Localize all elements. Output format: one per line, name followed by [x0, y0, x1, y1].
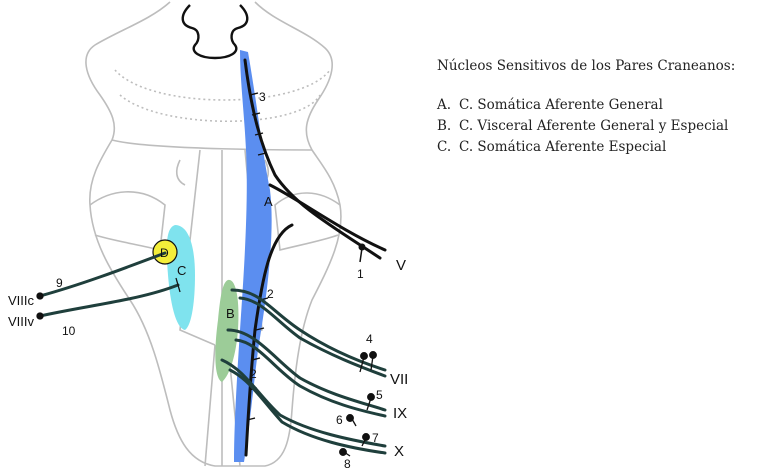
midbrain-outline	[181, 4, 249, 60]
number-6: 6	[336, 413, 343, 427]
fiber-v-upper	[243, 58, 382, 260]
nerve-viiic-label: VIIIc	[8, 293, 35, 308]
legend: Núcleos Sensitivos de los Pares Craneano…	[437, 56, 767, 158]
nucleus-a	[234, 50, 272, 462]
viii-ganglia	[36, 277, 181, 320]
legend-letter-a: A.	[437, 97, 452, 113]
number-9: 9	[56, 276, 63, 290]
number-2-upper: 2	[267, 287, 274, 301]
trigeminal-fibers	[243, 58, 387, 457]
nucleus-c-label: C	[177, 263, 186, 278]
pons-dotted-2	[119, 94, 321, 123]
nerve-x-label: X	[394, 443, 404, 460]
number-8: 8	[344, 457, 351, 471]
vestibulocochlear-fibers	[38, 251, 180, 318]
number-2-lower: 2	[250, 367, 257, 381]
legend-item-b: B. C. Visceral Aferente General y Especia…	[437, 116, 767, 137]
nucleus-b-label: B	[226, 306, 235, 321]
facial-glossopharyngeal-vagus-fibers	[220, 288, 387, 455]
nerve-viiiv-label: VIIIv	[8, 314, 35, 329]
nerve-ix-label: IX	[393, 405, 407, 422]
fiber-ix-a	[226, 328, 387, 412]
cerebellar-peduncle-right	[274, 192, 341, 251]
number-1: 1	[357, 267, 364, 281]
fiber-x-b	[228, 368, 387, 455]
number-5: 5	[376, 388, 383, 402]
ganglia	[339, 351, 377, 457]
colliculus-left	[175, 159, 186, 186]
fiber-vii-a	[230, 288, 387, 372]
fourth-ventricle-left	[179, 149, 216, 346]
nucleus-a-label: A	[264, 194, 273, 209]
cerebellar-peduncle-left	[89, 191, 166, 251]
number-3: 3	[259, 90, 266, 104]
legend-text-a: C. Somática Aferente General	[459, 97, 663, 113]
number-10: 10	[62, 324, 76, 338]
ganglion-v	[358, 243, 366, 251]
pons-dotted	[114, 69, 331, 101]
fiber-viiiv	[38, 283, 180, 318]
fiber-v-lower	[268, 183, 387, 252]
floor-line	[204, 344, 216, 467]
legend-text-b: C. Visceral Aferente General y Especial	[459, 118, 729, 134]
brainstem-diagram: A B C D V VII IX X VIIIc VIIIv 1 2 2 3 4…	[8, 1, 408, 471]
legend-text-c: C. Somática Aferente Especial	[459, 139, 667, 155]
brainstem-contour	[85, 1, 342, 467]
legend-letter-c: C.	[437, 139, 452, 155]
legend-letter-b: B.	[437, 118, 452, 134]
fiber-ix-b	[234, 338, 387, 418]
legend-item-c: C. C. Somática Aferente Especial	[437, 137, 767, 158]
brainstem-outline	[85, 1, 342, 467]
legend-item-a: A. C. Somática Aferente General	[437, 95, 767, 116]
legend-title: Núcleos Sensitivos de los Pares Craneano…	[437, 58, 736, 74]
fiber-v-descending	[244, 223, 294, 457]
nucleus-d-label: D	[160, 246, 169, 260]
nerve-vii-label: VII	[390, 371, 408, 388]
fiber-x-a	[220, 358, 387, 448]
nerve-v-label: V	[396, 257, 406, 274]
pons-curve	[111, 139, 313, 151]
fiber-viiic	[38, 251, 167, 298]
number-7: 7	[372, 431, 379, 445]
number-4: 4	[366, 332, 373, 346]
trigeminal-ticks	[246, 92, 269, 421]
